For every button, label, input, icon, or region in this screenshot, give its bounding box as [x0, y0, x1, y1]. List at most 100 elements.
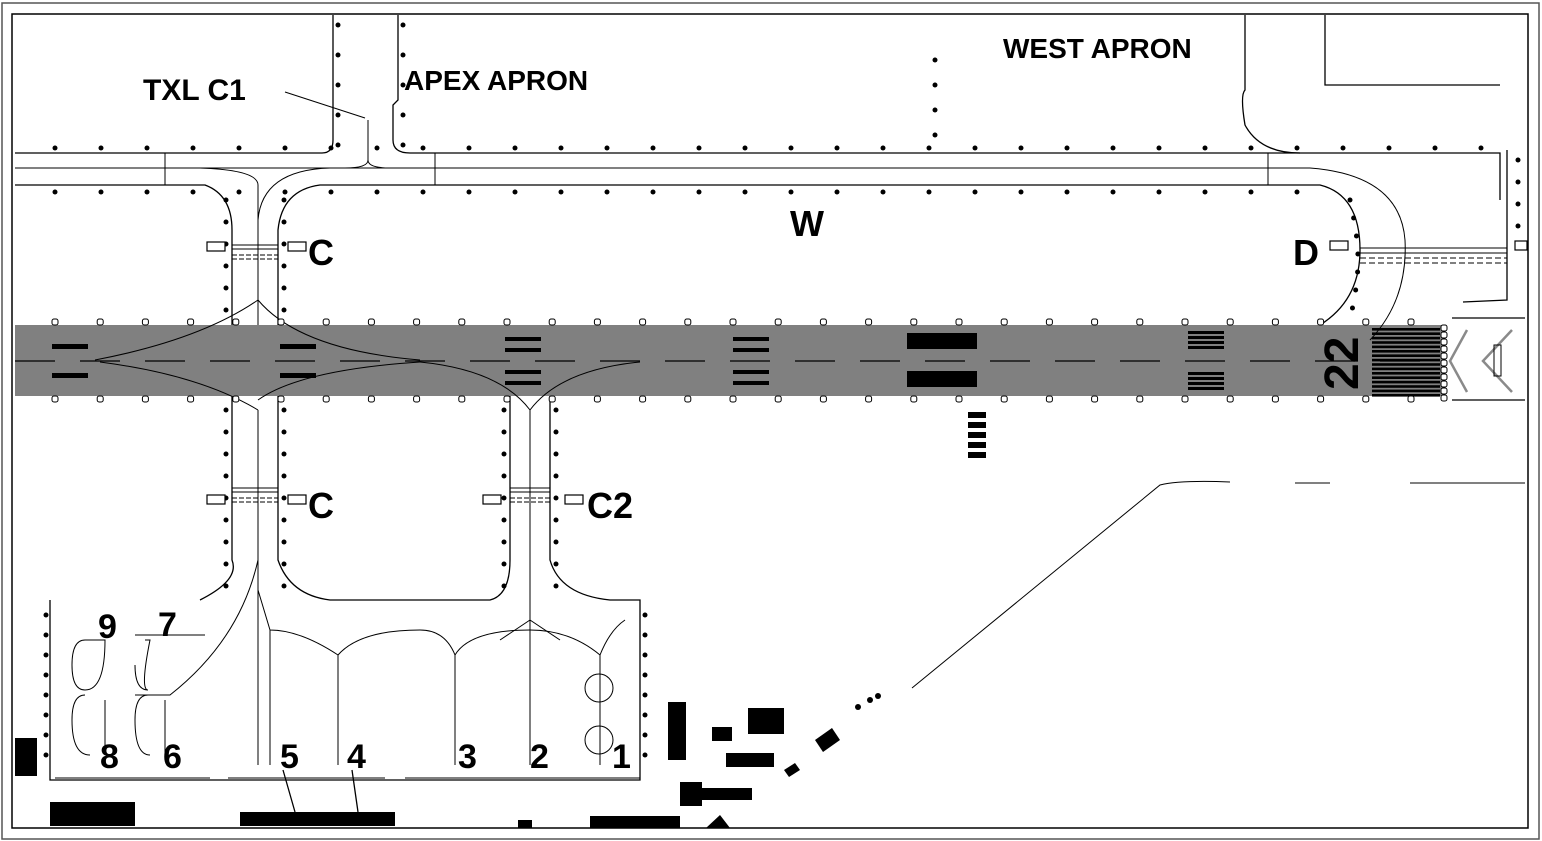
light — [1110, 189, 1116, 195]
light — [1440, 373, 1448, 381]
displaced-chevrons — [1448, 329, 1513, 393]
light — [1440, 366, 1448, 374]
buildings — [15, 693, 881, 828]
light — [553, 495, 559, 501]
light — [501, 407, 507, 413]
light — [223, 285, 229, 291]
light — [1362, 395, 1370, 403]
threshold-bar — [1372, 389, 1440, 393]
threshold-bar — [1372, 363, 1440, 366]
light — [932, 57, 938, 63]
light — [1407, 318, 1415, 326]
light — [281, 451, 287, 457]
light — [1432, 145, 1438, 151]
light — [1515, 201, 1521, 207]
light — [223, 429, 229, 435]
light — [558, 145, 564, 151]
light — [1064, 189, 1070, 195]
stand-7: 7 — [158, 606, 177, 644]
light — [96, 395, 104, 403]
light — [834, 145, 840, 151]
light — [281, 285, 287, 291]
light — [190, 145, 196, 151]
label-taxiway-d: D — [1293, 232, 1319, 273]
light — [880, 189, 886, 195]
light — [742, 145, 748, 151]
light — [1317, 395, 1325, 403]
light — [1515, 223, 1521, 229]
light — [650, 145, 656, 151]
light — [593, 395, 601, 403]
light — [1515, 179, 1521, 185]
light — [400, 22, 406, 28]
light — [281, 263, 287, 269]
light — [1515, 157, 1521, 163]
light — [1294, 189, 1300, 195]
light — [642, 612, 648, 618]
edge-lights — [43, 22, 1521, 758]
threshold-bar — [1372, 341, 1440, 344]
label-taxiway-c2: C2 — [587, 485, 633, 526]
light — [1248, 145, 1254, 151]
light — [955, 395, 963, 403]
light — [512, 189, 518, 195]
light — [1349, 305, 1355, 311]
light — [932, 132, 938, 138]
light — [696, 145, 702, 151]
light — [1018, 189, 1024, 195]
light — [223, 263, 229, 269]
light — [501, 473, 507, 479]
threshold-bar — [1372, 372, 1440, 375]
threshold-bar — [1372, 345, 1440, 349]
inner-frame — [11, 13, 1529, 829]
light — [223, 407, 229, 413]
light — [501, 517, 507, 523]
light — [281, 429, 287, 435]
light — [98, 145, 104, 151]
light — [400, 112, 406, 118]
light — [52, 189, 58, 195]
label-west-apron: WEST APRON — [1003, 33, 1192, 64]
light — [466, 189, 472, 195]
light — [51, 395, 59, 403]
light — [281, 241, 287, 247]
light — [553, 429, 559, 435]
light — [335, 22, 341, 28]
light — [43, 612, 49, 618]
light — [910, 318, 918, 326]
light — [501, 429, 507, 435]
light — [972, 145, 978, 151]
light — [1355, 269, 1361, 275]
light — [223, 307, 229, 313]
light — [141, 318, 149, 326]
light — [43, 672, 49, 678]
light — [367, 395, 375, 403]
label-runway-22: 22 — [1316, 337, 1369, 390]
light — [1045, 395, 1053, 403]
light — [43, 652, 49, 658]
light — [223, 197, 229, 203]
light — [642, 752, 648, 758]
light — [51, 318, 59, 326]
light — [642, 712, 648, 718]
light — [236, 189, 242, 195]
light — [865, 318, 873, 326]
light — [282, 189, 288, 195]
light — [1440, 387, 1448, 395]
stand-4: 4 — [347, 738, 366, 776]
light — [926, 189, 932, 195]
light — [553, 451, 559, 457]
light — [684, 395, 692, 403]
light — [1340, 145, 1346, 151]
light — [328, 145, 334, 151]
light — [322, 395, 330, 403]
light — [593, 318, 601, 326]
light — [1181, 318, 1189, 326]
light — [282, 145, 288, 151]
light — [503, 318, 511, 326]
light — [281, 407, 287, 413]
threshold-bar — [1372, 376, 1440, 379]
light — [1136, 395, 1144, 403]
light — [1136, 318, 1144, 326]
